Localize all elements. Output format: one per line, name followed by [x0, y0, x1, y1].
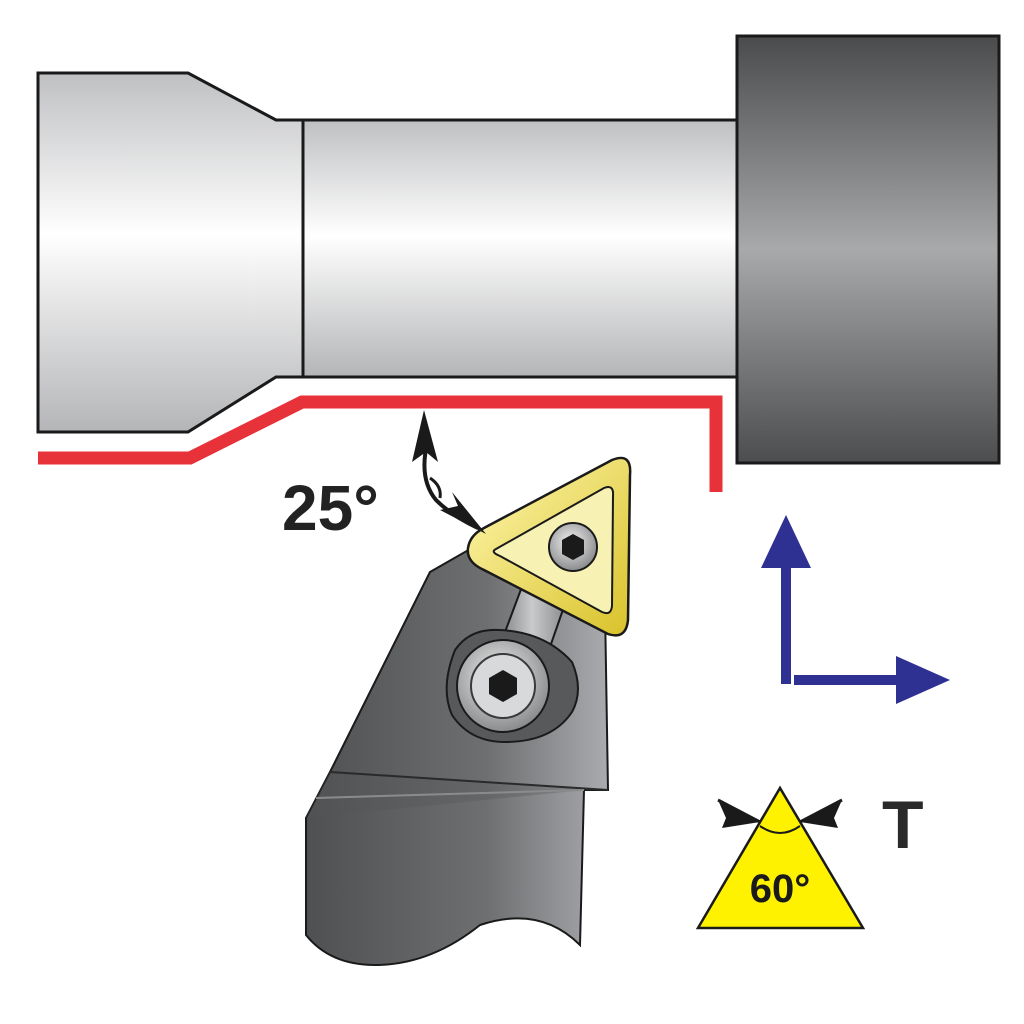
feed-arrow-right-head [896, 656, 950, 704]
insert-shape-letter: T [882, 787, 924, 863]
toolpath-line [38, 395, 723, 492]
insert-hex-socket-icon [562, 534, 584, 560]
insert-angle-label: 60° [750, 867, 811, 911]
feed-direction-arrows [761, 515, 950, 704]
feed-arrow-up-head [761, 515, 811, 568]
workpiece-turned-diameter [301, 118, 739, 379]
insert-symbol-triangle [695, 785, 866, 930]
lead-angle-indicator [412, 410, 486, 534]
workpiece-large-diameter [36, 71, 305, 434]
triangular-insert [466, 456, 632, 637]
insert-symbol-angle-arc [759, 825, 801, 834]
lead-angle-arrowhead-down [440, 492, 486, 534]
lead-angle-label: 25° [282, 472, 379, 544]
lead-angle-arrowhead-up [412, 410, 438, 462]
hex-socket-screw-icon [489, 670, 517, 702]
chuck-block [735, 34, 1001, 465]
insert-shape-symbol [695, 785, 866, 930]
tool-holder [305, 546, 610, 967]
workpiece [36, 71, 739, 434]
